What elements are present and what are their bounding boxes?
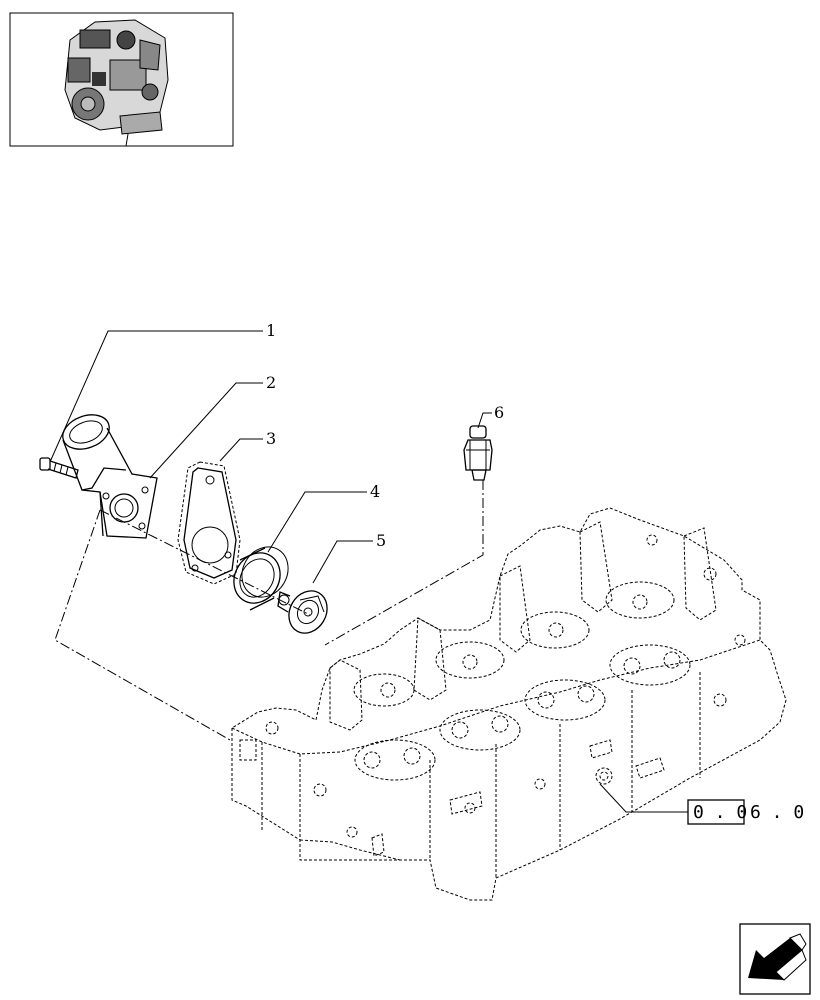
callout-6[interactable]: 6 <box>494 403 504 422</box>
alignment-lines <box>54 480 484 741</box>
callout-labels: 1 2 3 4 5 6 <box>266 321 504 550</box>
callout-1[interactable]: 1 <box>266 321 276 340</box>
callout-2[interactable]: 2 <box>266 373 276 392</box>
part-1-bolt[interactable] <box>39 457 79 479</box>
part-5-thermostat[interactable] <box>277 584 335 640</box>
reference-boxed-text: 0 . 0 <box>693 802 747 823</box>
part-4-seal-ring[interactable] <box>225 538 297 611</box>
nav-arrow-button[interactable] <box>739 923 811 995</box>
part-3-gasket[interactable] <box>177 461 241 585</box>
part-6-sensor[interactable] <box>463 425 493 481</box>
engine-thumbnail-icon <box>64 19 169 147</box>
callout-4[interactable]: 4 <box>370 482 380 501</box>
reference-suffix-text: 6 . 0 <box>750 802 804 823</box>
callout-5[interactable]: 5 <box>376 531 386 550</box>
reference-box <box>687 799 745 825</box>
reference-link[interactable]: 0 . 0 6 . 0 <box>687 799 804 825</box>
engine-thumbnail[interactable] <box>9 12 234 147</box>
callout-3[interactable]: 3 <box>266 429 276 448</box>
arrow-navigation-icon <box>748 933 807 981</box>
cylinder-head <box>231 507 787 901</box>
leader-lines <box>49 330 688 813</box>
part-2-outlet-elbow[interactable] <box>58 409 158 539</box>
